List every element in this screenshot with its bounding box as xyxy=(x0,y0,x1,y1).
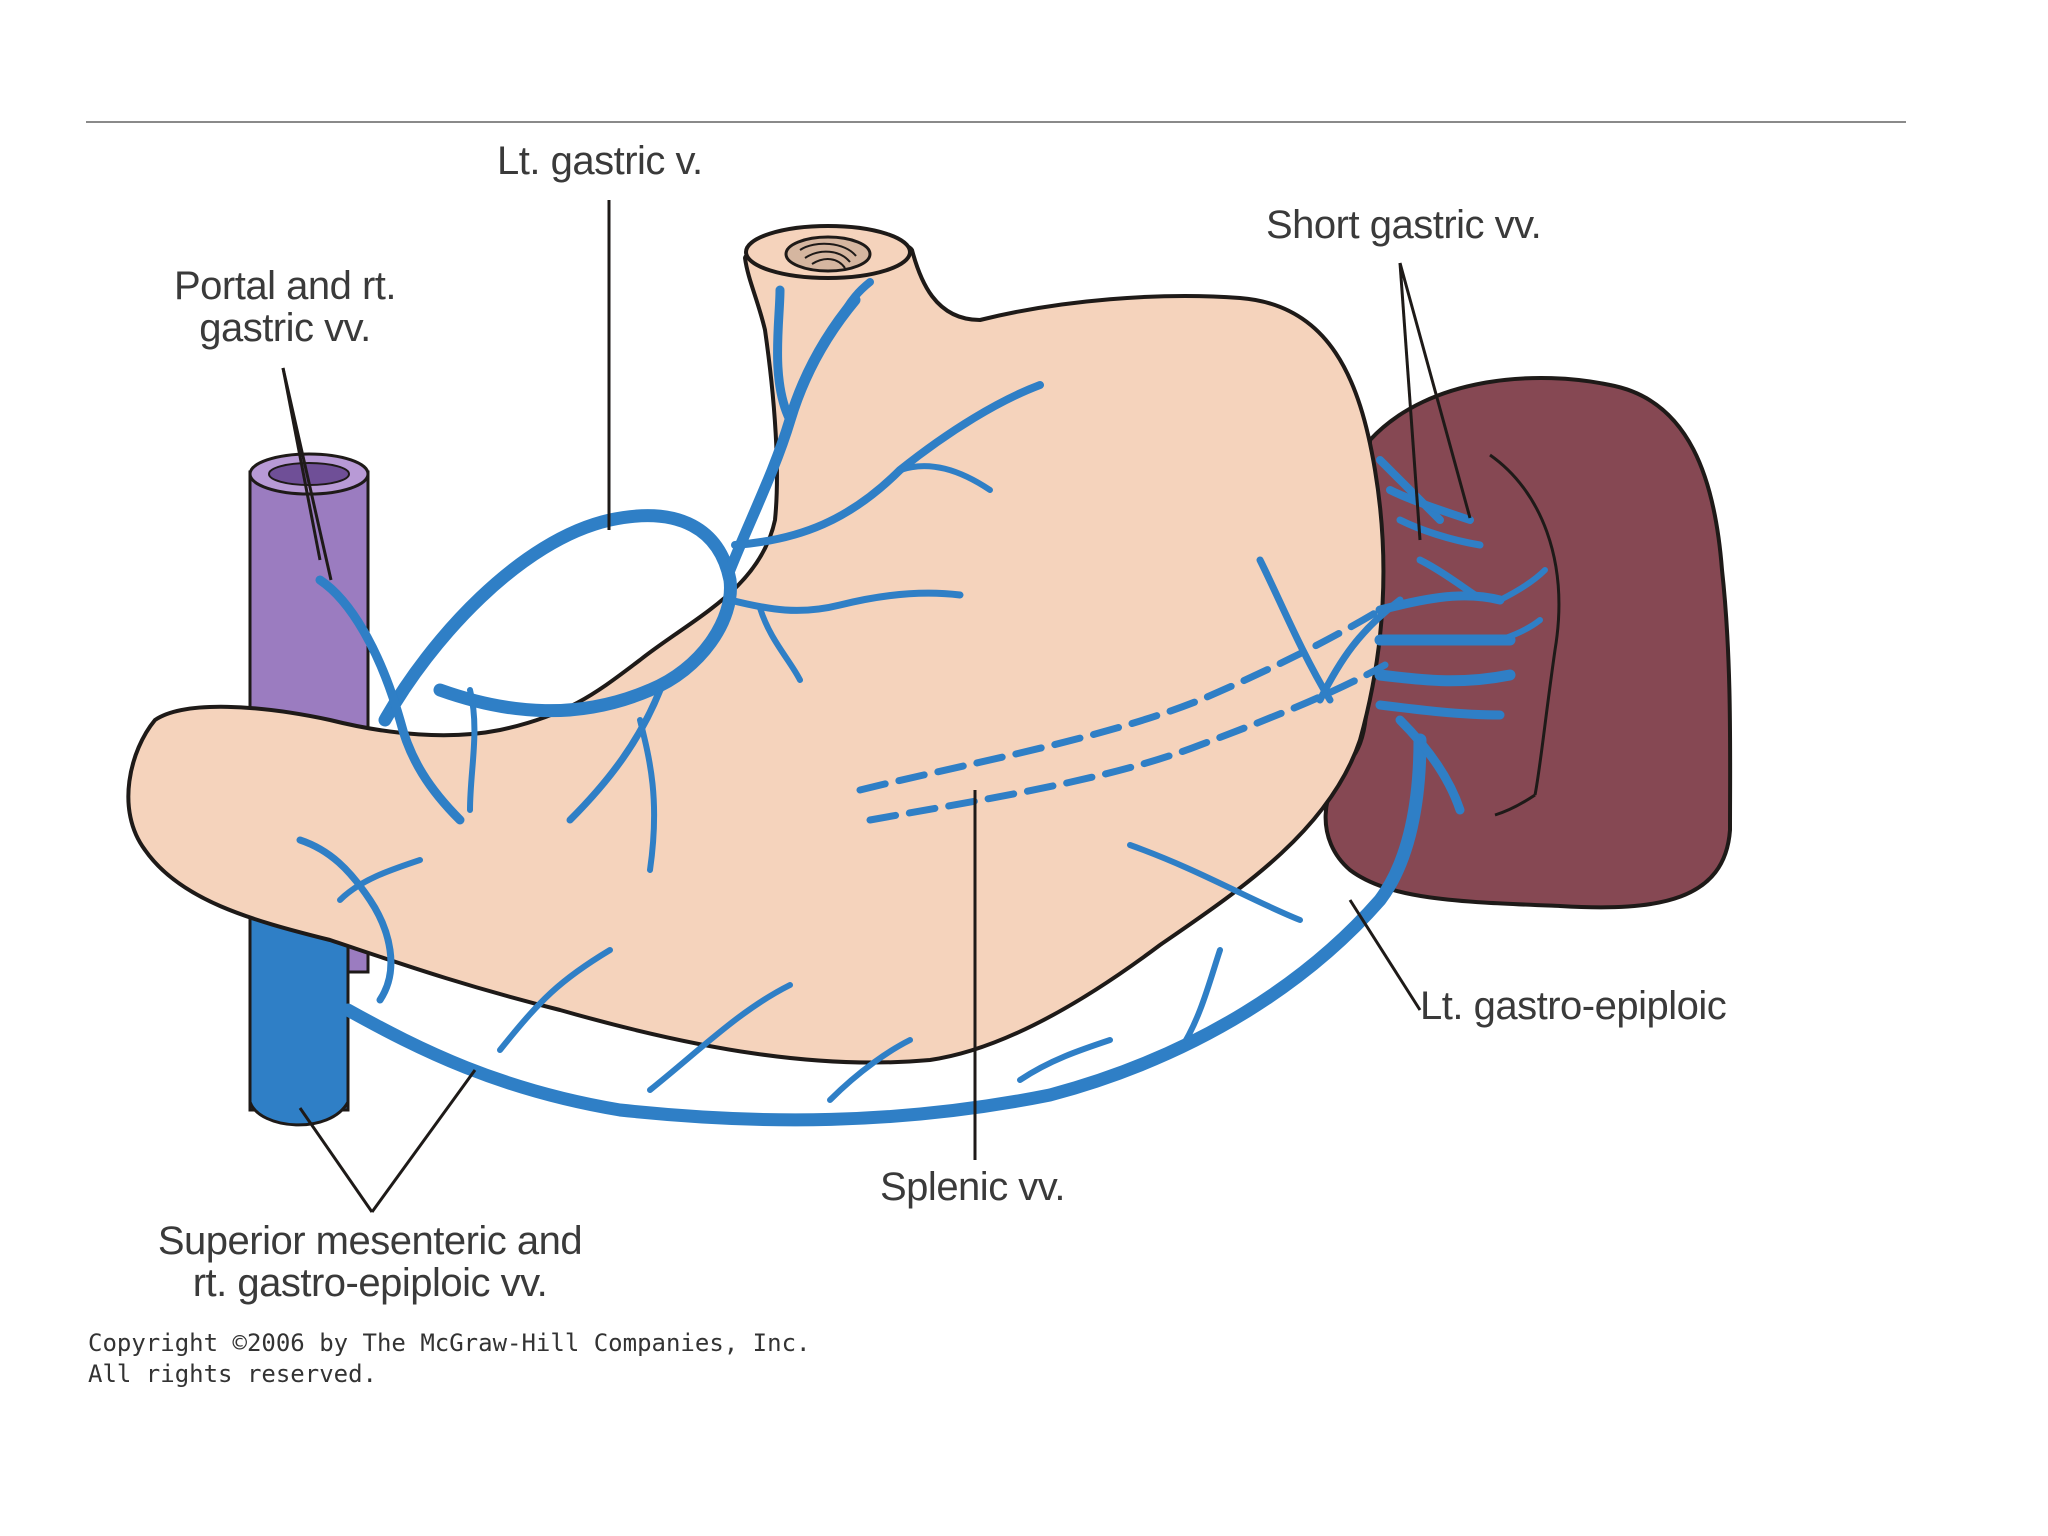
label-superior-mesenteric: Superior mesenteric and rt. gastro-epipl… xyxy=(150,1220,590,1304)
label-sup-mes-line2: rt. gastro-epiploic vv. xyxy=(192,1261,548,1305)
label-portal-line2: gastric vv. xyxy=(199,306,371,350)
copyright-line1: Copyright ©2006 by The McGraw-Hill Compa… xyxy=(88,1329,811,1357)
label-lt-gastric-v: Lt. gastric v. xyxy=(497,139,703,183)
copyright-notice: Copyright ©2006 by The McGraw-Hill Compa… xyxy=(88,1328,810,1390)
leader-lines xyxy=(281,200,1472,1213)
label-short-gastric-vv: Short gastric vv. xyxy=(1266,203,1542,247)
label-portal-rt-gastric: Portal and rt. gastric vv. xyxy=(165,265,405,349)
copyright-line2: All rights reserved. xyxy=(88,1360,377,1388)
splenic-vein-dashed xyxy=(856,606,1389,824)
gastric-veins xyxy=(296,278,1548,1127)
label-portal-line1: Portal and rt. xyxy=(173,264,397,308)
stomach xyxy=(126,224,1386,1065)
label-lt-gastro-epiploic: Lt. gastro-epiploic xyxy=(1420,984,1727,1028)
label-splenic-vv: Splenic vv. xyxy=(880,1165,1065,1209)
label-sup-mes-line1: Superior mesenteric and xyxy=(157,1219,583,1263)
